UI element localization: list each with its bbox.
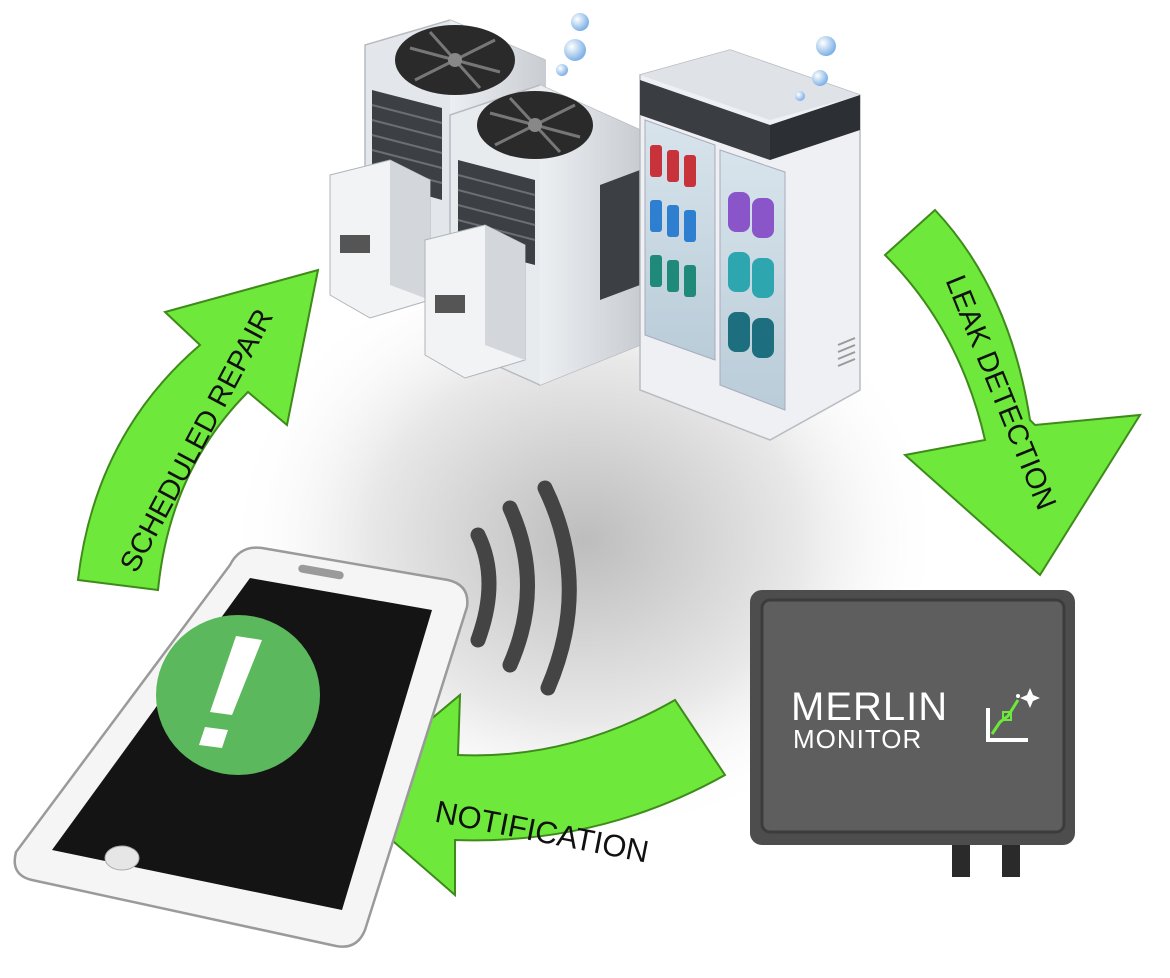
refrigeration-units-icon — [329, 19, 641, 386]
wireless-signal-icon — [470, 480, 577, 696]
leak-detection-arrow — [883, 208, 1142, 577]
leak-bubbles-icon — [556, 13, 836, 101]
monitor-device-icon: MERLIN MONITOR — [750, 590, 1075, 877]
smartphone-alert-icon — [13, 546, 469, 948]
sparkle-icon — [1016, 688, 1040, 708]
device-logo-line2: MONITOR — [793, 724, 922, 754]
device-logo-line1: MERLIN — [791, 685, 948, 729]
display-fridge-icon — [639, 49, 861, 441]
scheduled-repair-arrow — [76, 268, 320, 592]
